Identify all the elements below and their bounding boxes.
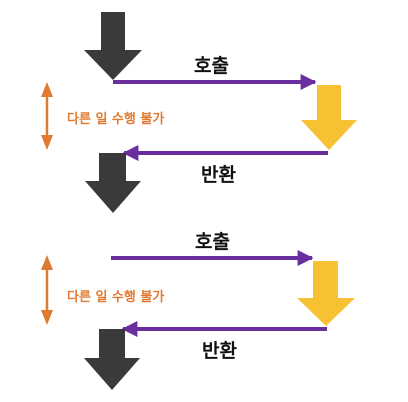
- call-label-top: 호출: [194, 55, 229, 77]
- caller-resume-arrow-top: [85, 153, 141, 213]
- return-label-top: 반환: [201, 164, 236, 186]
- blocked-span-indicator-top: [41, 82, 53, 150]
- blocked-span-indicator-bottom: [41, 255, 53, 325]
- blocked-label-bottom: 다른 일 수행 불가: [67, 290, 165, 305]
- caller-down-arrow-top: [84, 12, 142, 80]
- caller-resume-arrow-bottom: [84, 329, 140, 390]
- blocked-label-top: 다른 일 수행 불가: [67, 112, 165, 127]
- callee-down-arrow-top: [301, 85, 357, 150]
- return-label-bottom: 반환: [202, 340, 237, 362]
- call-label-bottom: 호출: [195, 231, 230, 253]
- callee-down-arrow-bottom: [297, 261, 355, 326]
